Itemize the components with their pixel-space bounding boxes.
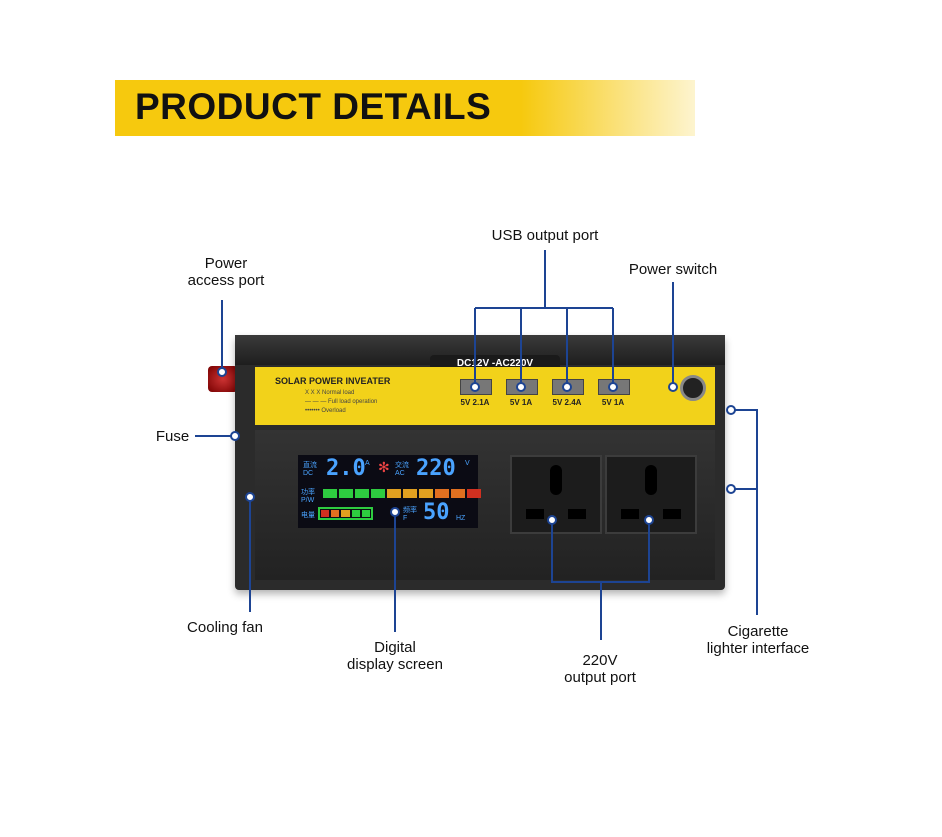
unit-v: V bbox=[465, 460, 470, 467]
battery-icon bbox=[318, 507, 373, 520]
label-line: 220V bbox=[582, 652, 618, 669]
dc-label: 直流 DC bbox=[303, 462, 317, 477]
label-line: display screen bbox=[347, 656, 443, 673]
label-line: access port bbox=[187, 272, 265, 289]
freq-label: 频率 F bbox=[403, 507, 417, 522]
ac-value: 220 bbox=[416, 456, 456, 481]
usb-port-label: 5V 2.1A bbox=[460, 398, 490, 407]
label-line: output port bbox=[564, 669, 636, 686]
cooling-fan-label: Cooling fan bbox=[187, 619, 263, 636]
usb-port-label: 5V 2.4A bbox=[552, 398, 582, 407]
power-switch[interactable] bbox=[680, 375, 706, 401]
unit-a: A bbox=[365, 460, 370, 467]
dc-value: 2.0 bbox=[326, 456, 366, 481]
ac-label: 交流 AC bbox=[395, 462, 409, 477]
status-legend: X X X Normal load — — — Full load operat… bbox=[305, 389, 377, 416]
title-banner: PRODUCT DETAILS bbox=[115, 80, 695, 136]
power-switch-label: Power switch bbox=[628, 261, 718, 278]
usb-output-port-label: USB output port bbox=[491, 227, 599, 244]
legend-full: — — — Full load operation bbox=[305, 399, 378, 405]
power-label: 功率 P/W bbox=[301, 489, 315, 504]
label-line: Cigarette bbox=[727, 623, 789, 640]
brand-label: SOLAR POWER INVEATER bbox=[275, 376, 391, 386]
freq-unit: HZ bbox=[456, 515, 466, 522]
usb-port-label: 5V 1A bbox=[509, 398, 533, 407]
digital-display: 直流 DC 2.0 A ✻ 交流 AC 220 V 功率 P/W 电量 频率 F… bbox=[298, 455, 481, 528]
inverter-device: DC12V -AC220V SOLAR POWER INVEATER X X X… bbox=[235, 335, 725, 590]
battery-label: 电量 bbox=[301, 512, 315, 519]
usb-port-label: 5V 1A bbox=[601, 398, 625, 407]
label-line: lighter interface bbox=[706, 640, 810, 657]
yellow-panel: SOLAR POWER INVEATER X X X Normal load —… bbox=[255, 367, 715, 425]
legend-overload: ••••••• Overload bbox=[305, 408, 346, 414]
power-bars bbox=[323, 489, 481, 498]
front-panel: 直流 DC 2.0 A ✻ 交流 AC 220 V 功率 P/W 电量 频率 F… bbox=[255, 430, 715, 580]
freq-value: 50 bbox=[423, 500, 450, 525]
label-line: Digital bbox=[374, 639, 416, 656]
fuse-label: Fuse bbox=[155, 428, 190, 445]
fan-icon: ✻ bbox=[378, 459, 390, 475]
label-line: Power bbox=[204, 255, 248, 272]
page-title: PRODUCT DETAILS bbox=[135, 86, 492, 127]
legend-normal: X X X Normal load bbox=[305, 390, 355, 396]
